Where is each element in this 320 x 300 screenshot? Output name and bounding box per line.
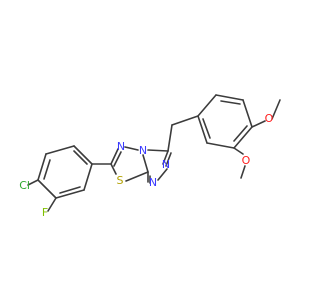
bond — [233, 147, 244, 155]
bond — [197, 115, 208, 144]
bond — [45, 145, 75, 155]
bond — [73, 145, 93, 165]
bond — [197, 94, 217, 117]
atom-label-n: N — [117, 140, 125, 153]
bond-layer — [27, 94, 281, 212]
bond — [162, 150, 169, 165]
bond — [125, 171, 149, 182]
bond — [215, 94, 244, 101]
bond — [271, 99, 281, 120]
bond — [113, 151, 122, 167]
atom-label-s: S — [117, 174, 124, 187]
bond — [167, 124, 173, 152]
atom-label-cl: Cl — [19, 179, 30, 192]
bond — [165, 152, 172, 167]
bond — [233, 126, 253, 149]
bond — [37, 153, 47, 181]
atom-label-o: O — [265, 112, 274, 125]
atom-label-n: N — [149, 176, 157, 189]
bond — [240, 165, 246, 179]
bond — [233, 125, 248, 142]
bond — [110, 163, 117, 175]
bond — [55, 189, 85, 199]
chemical-structure-diagram: Cl F N S N N N O O — [19, 94, 281, 219]
bond — [47, 197, 57, 212]
atom-label-n: N — [139, 144, 147, 157]
bond — [171, 115, 199, 126]
bond — [43, 159, 51, 180]
bond — [110, 148, 119, 165]
bond — [206, 142, 235, 149]
bond — [59, 186, 81, 194]
bond — [142, 154, 149, 173]
bond — [124, 146, 139, 151]
bond — [242, 99, 253, 128]
bond — [83, 163, 93, 191]
bond — [147, 149, 169, 152]
bond — [202, 118, 211, 139]
bond — [220, 100, 241, 105]
bond — [157, 168, 168, 181]
bond — [251, 120, 266, 128]
bond — [27, 179, 39, 186]
bond — [73, 150, 88, 165]
atom-label-f: F — [42, 206, 48, 219]
bond — [37, 179, 57, 199]
atom-label-layer: Cl F N S N N N O O — [19, 112, 273, 219]
atom-label-n: N — [162, 158, 170, 171]
atom-label-o: O — [242, 154, 251, 167]
